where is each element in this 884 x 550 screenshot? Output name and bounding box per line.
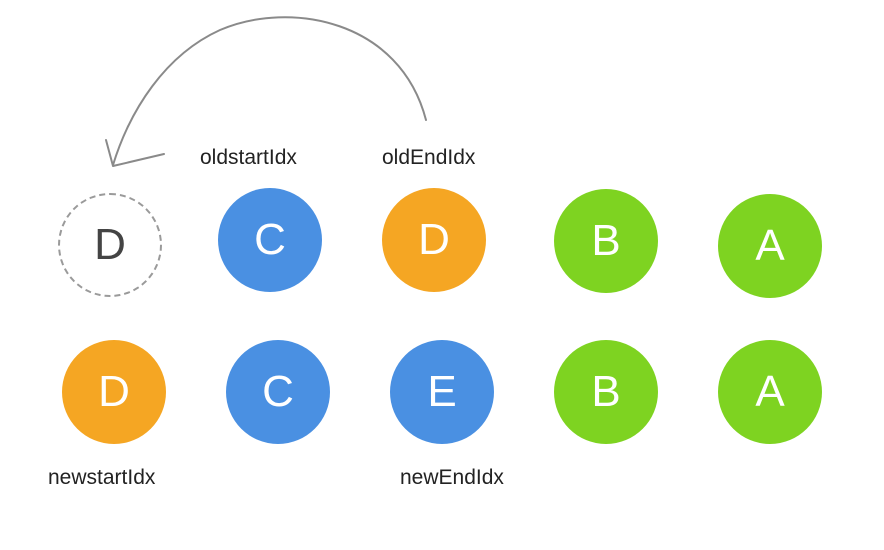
new-node-d: D — [62, 340, 166, 444]
old-node-d: D — [382, 188, 486, 292]
move-arrow-head — [105, 139, 165, 167]
new-node-b: B — [554, 340, 658, 444]
new-end-idx-label: newEndIdx — [400, 466, 504, 489]
new-node-e: E — [390, 340, 494, 444]
old-node-c: C — [218, 188, 322, 292]
old-node-d-ghost: D — [58, 193, 162, 297]
old-node-b: B — [554, 189, 658, 293]
new-node-c: C — [226, 340, 330, 444]
old-start-idx-label: oldstartIdx — [200, 146, 297, 169]
old-node-a: A — [718, 194, 822, 298]
move-arrow-curve — [112, 16, 427, 166]
new-start-idx-label: newstartIdx — [48, 466, 156, 489]
old-end-idx-label: oldEndIdx — [382, 146, 476, 169]
new-node-a: A — [718, 340, 822, 444]
